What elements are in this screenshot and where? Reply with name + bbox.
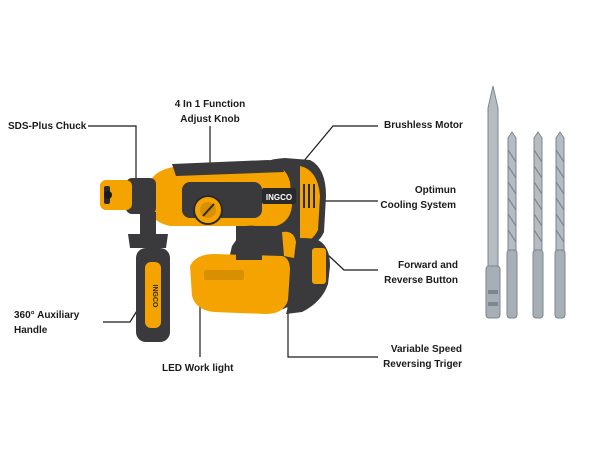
brand-logo: INGCO bbox=[266, 193, 292, 202]
label-variable-speed-trigger: Variable Speed Reversing Triger bbox=[383, 344, 462, 370]
label-sds-plus-chuck: SDS-Plus Chuck bbox=[8, 121, 87, 132]
label-auxiliary-handle: 360° Auxiliary Handle bbox=[14, 310, 80, 336]
handle-brand-logo: INGCO bbox=[151, 285, 158, 309]
label-forward-reverse: Forward and Reverse Button bbox=[384, 260, 458, 286]
drill-bits bbox=[485, 85, 566, 319]
leader-chuck bbox=[88, 125, 137, 178]
rotary-hammer-drawing: INGCO INGCO bbox=[100, 158, 330, 342]
leader-forward bbox=[327, 254, 378, 271]
label-cooling-system: Optimun Cooling System bbox=[380, 185, 456, 211]
label-function-knob: 4 In 1 Function Adjust Knob bbox=[174, 99, 246, 125]
label-led-work-light: LED Work light bbox=[162, 363, 234, 374]
label-brushless-motor: Brushless Motor bbox=[384, 120, 463, 131]
